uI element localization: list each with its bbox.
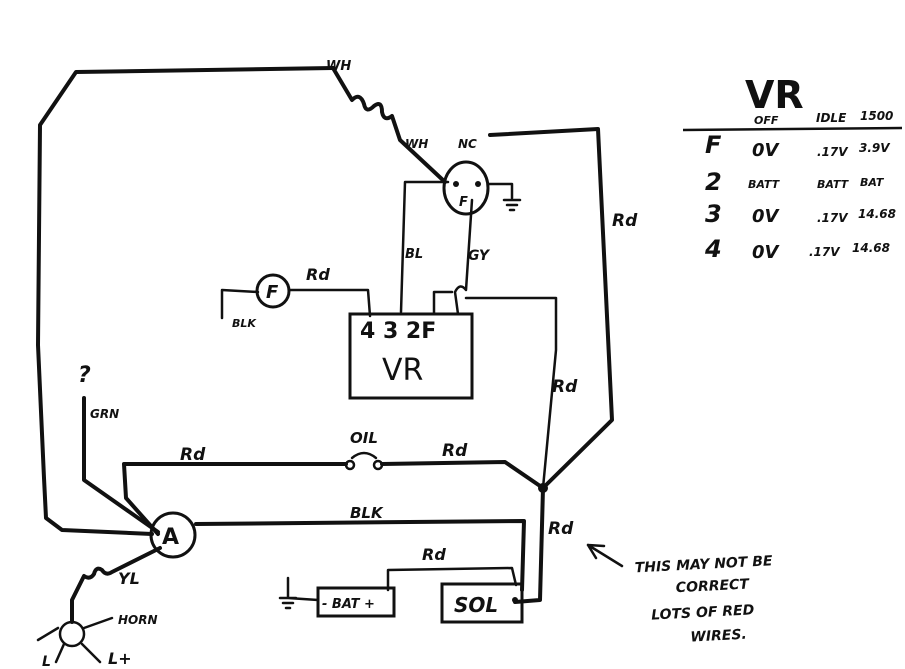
note-line: CORRECT: [675, 576, 750, 596]
wire-horn-leads: [36, 616, 114, 664]
table-row-idle: .17V: [817, 211, 849, 225]
table-row-pin: 2: [705, 168, 722, 196]
junction-dot: [538, 483, 548, 493]
table-row-off: 0V: [752, 140, 781, 161]
label-wh-top: WH: [326, 59, 351, 74]
table-header-1500: 1500: [860, 109, 893, 123]
table-header-idle: IDLE: [816, 111, 847, 125]
label-l-minus: L: [42, 654, 51, 669]
wire-wh-loop: [36, 66, 335, 536]
oil-label: OIL: [350, 429, 378, 447]
wire-rd-right: [488, 127, 614, 490]
generator: F: [442, 160, 522, 216]
table-row-1500: 14.68: [858, 207, 896, 221]
table-row-1500: BAT: [860, 176, 885, 189]
table-row-1500: 14.68: [852, 241, 890, 255]
table-row-pin: 4: [704, 235, 722, 263]
table-header-off: OFF: [754, 114, 779, 127]
table-row-off: BATT: [748, 178, 781, 191]
label-horn: HORN: [118, 613, 158, 627]
wire-blk-light: [220, 288, 260, 320]
wire-labels: WH WH NC Rd BL GY Rd BLK Rd Rd Rd BLK Rd…: [42, 59, 638, 669]
oil-switch: OIL: [344, 429, 384, 471]
field-light: F: [255, 273, 291, 309]
label-bl: BL: [405, 247, 423, 262]
wire-blk: [194, 519, 526, 592]
label-rd-oil-left: Rd: [180, 445, 206, 465]
wire-rd-light: [288, 288, 372, 318]
vr-terminals: 4 3 2F: [360, 319, 436, 344]
note-line: THIS MAY NOT BE: [634, 553, 773, 576]
label-rd-sol: Rd: [548, 519, 574, 539]
label-question: ?: [78, 363, 91, 388]
table-row-1500: 3.9V: [859, 141, 891, 155]
wire-rd-oil: [122, 460, 545, 536]
wire-bl: [399, 180, 450, 314]
note: THIS MAY NOT BE CORRECT LOTS OF RED WIRE…: [634, 553, 773, 646]
label-gy: GY: [468, 248, 491, 264]
ammeter-label: A: [162, 525, 179, 550]
battery-label: - BAT +: [322, 597, 375, 612]
voltage-regulator: 4 3 2F VR: [348, 312, 474, 400]
battery-ground-icon: [278, 576, 320, 610]
note-arrow-icon: [586, 543, 624, 568]
label-nc: NC: [458, 137, 477, 151]
label-yl: YL: [118, 569, 140, 588]
label-blk-light: BLK: [232, 317, 257, 330]
table-row-idle: BATT: [817, 178, 850, 191]
wire-gy: [453, 198, 474, 316]
generator-ground-icon: [486, 182, 522, 212]
note-line: WIRES.: [690, 627, 747, 646]
label-rd-bat: Rd: [422, 545, 446, 564]
wire-yl: [70, 546, 162, 624]
label-grn: GRN: [90, 407, 119, 421]
label-rd-mid: Rd: [552, 377, 578, 397]
solenoid-label: SOL: [454, 593, 498, 617]
generator-f-label: F: [459, 195, 468, 210]
table-title: VR: [745, 73, 804, 117]
table-row-off: 0V: [752, 206, 781, 227]
label-rd-right: Rd: [612, 211, 638, 231]
wire-grn: [82, 396, 160, 534]
vr-voltage-table: VR OFF IDLE 1500 F 0V .17V 3.9V 2 BATT B…: [682, 73, 903, 263]
label-l-plus: L+: [108, 649, 132, 668]
table-row-idle: .17V: [809, 245, 841, 259]
field-light-label: F: [266, 282, 279, 303]
table-row-pin: F: [705, 131, 722, 159]
table-row-idle: .17V: [817, 145, 849, 159]
label-wh: WH: [405, 137, 428, 151]
horn: [58, 620, 86, 648]
table-row-pin: 3: [705, 200, 722, 228]
battery: - BAT +: [278, 576, 396, 618]
wire-vr-2: [432, 290, 558, 490]
solenoid: SOL: [440, 582, 524, 624]
ammeter: A: [149, 511, 197, 559]
label-rd-oil-right: Rd: [442, 441, 468, 461]
note-line: LOTS OF RED: [651, 602, 755, 623]
table-row-off: 0V: [752, 242, 781, 263]
label-blk: BLK: [350, 504, 384, 522]
vr-label: VR: [382, 353, 423, 388]
table-rule: [682, 126, 903, 132]
label-rd-light: Rd: [306, 265, 330, 284]
wire-wh-coil: [331, 66, 447, 184]
wire-rd-bat: [386, 566, 518, 592]
